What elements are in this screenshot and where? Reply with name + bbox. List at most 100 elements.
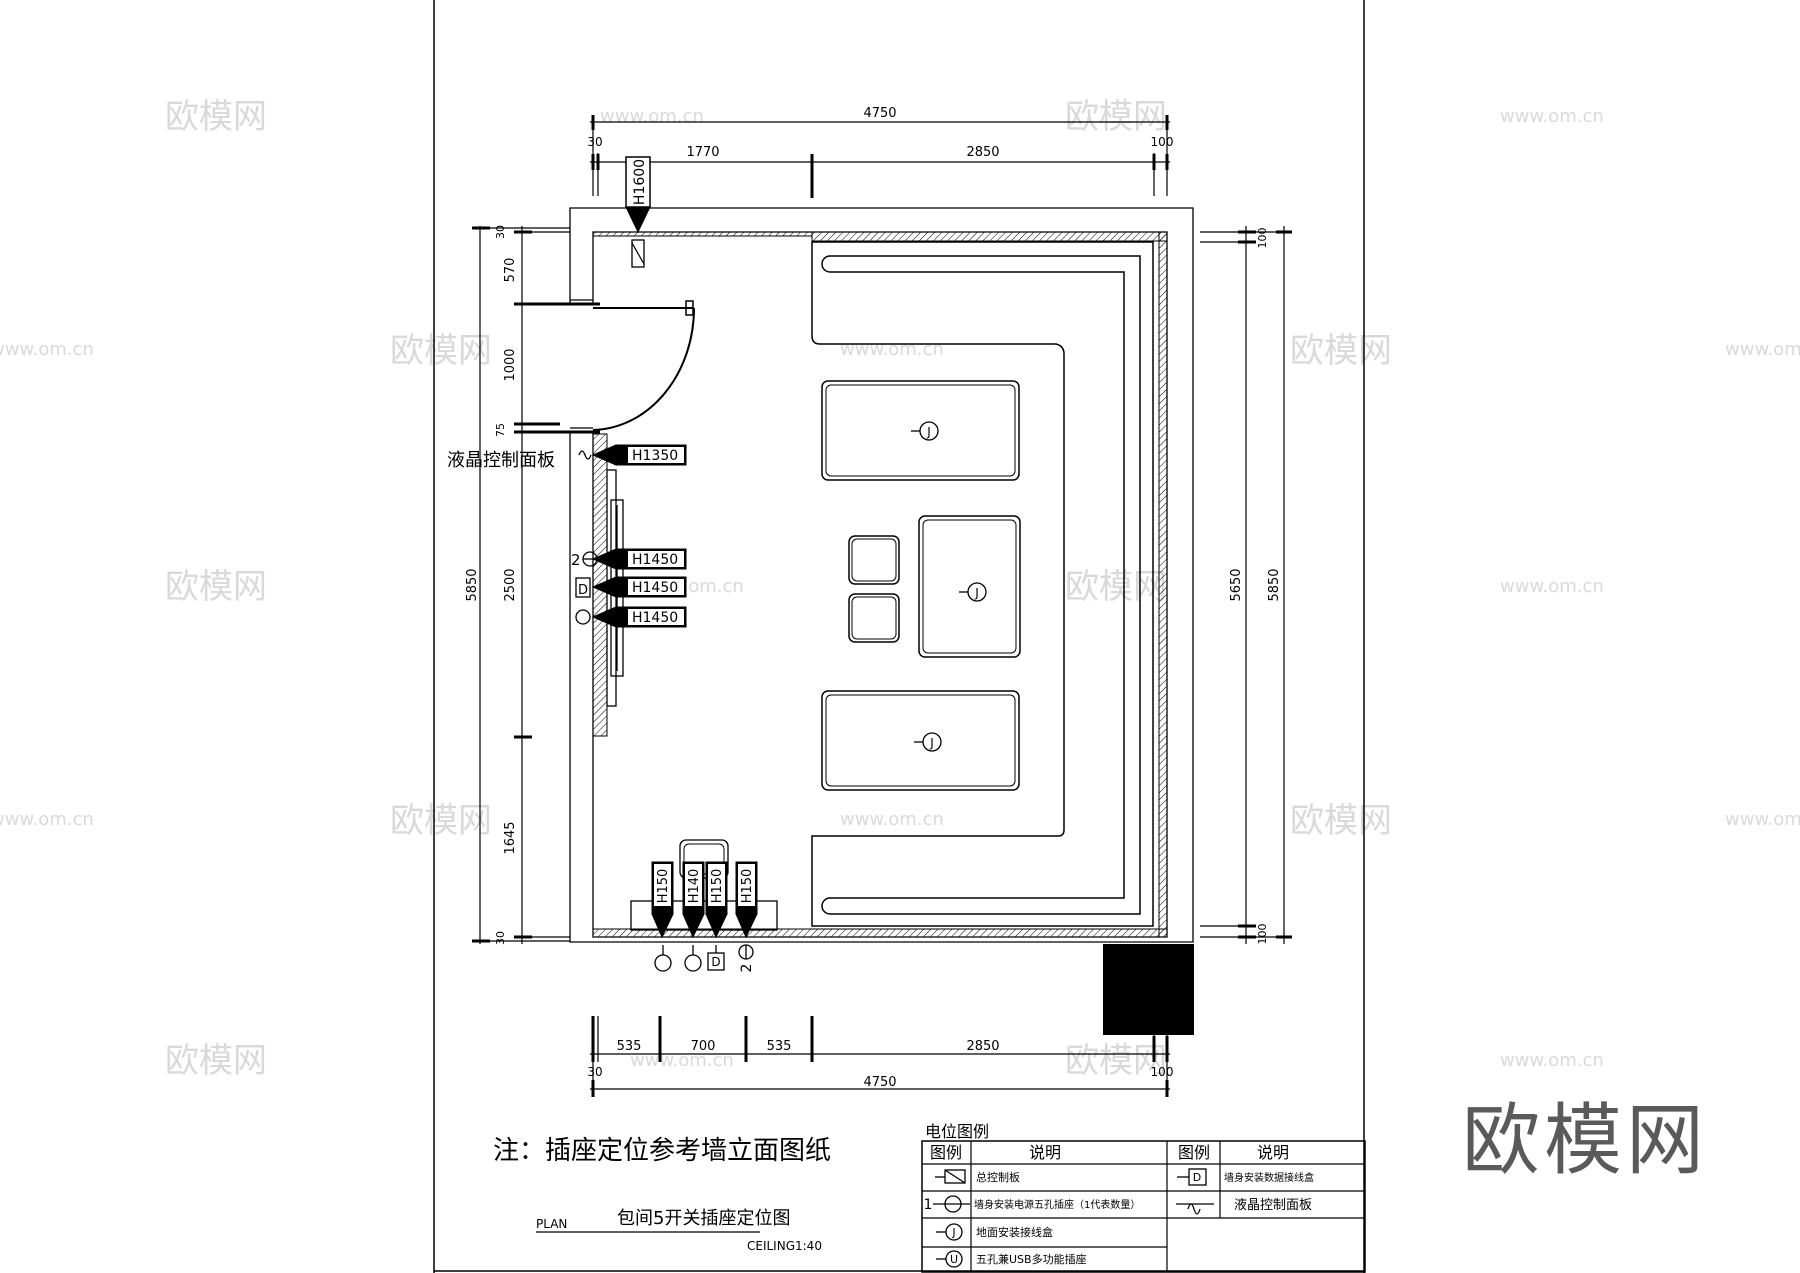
legend-count-symbol: 1 xyxy=(924,1197,933,1213)
watermark-brand: 欧模网 xyxy=(1065,97,1167,137)
door xyxy=(592,300,695,431)
legend-table xyxy=(921,1140,1366,1273)
dim-bottom-end: 30 xyxy=(587,1065,602,1079)
floor-box-icon xyxy=(654,954,672,972)
data-box-icon xyxy=(1188,1168,1207,1186)
watermark-brand: 欧模网 xyxy=(165,97,267,137)
top-dimension-labels: 4750 30 1770 2850 100 xyxy=(587,106,1173,160)
dim-left-seg: 75 xyxy=(494,423,507,437)
outlet-count: 2 xyxy=(739,964,755,973)
dim-bottom-end: 100 xyxy=(1151,1065,1174,1079)
main-panel-icon xyxy=(944,1169,966,1184)
floor-box-icon xyxy=(684,954,702,972)
dim-top-seg: 30 xyxy=(587,135,602,149)
watermark-url: www.om.cn xyxy=(600,106,704,127)
floor-box-icon xyxy=(945,1223,963,1241)
dim-bottom-seg: 535 xyxy=(617,1039,642,1054)
data-box-icon xyxy=(575,577,591,598)
legend-descriptions: 总控制板 墙身安装电源五孔插座（1代表数量） 地面安装接线盒 五孔兼USB多功能… xyxy=(974,1170,1314,1266)
legend-symbol: J xyxy=(951,1226,955,1239)
plan-label: PLAN xyxy=(536,1217,567,1231)
lcd-panel-icon xyxy=(1187,1203,1201,1215)
top-dimensions xyxy=(590,115,1170,198)
bottom-tag-labels: H150 H140 H150 H150 xyxy=(656,869,755,904)
stool xyxy=(848,593,900,643)
dim-top-seg: 100 xyxy=(1151,135,1174,149)
dim-left-seg: 1000 xyxy=(503,348,518,381)
floor-junction-boxes xyxy=(911,421,987,752)
dim-left-seg: 2500 xyxy=(503,568,518,601)
legend-desc: 五孔兼USB多功能插座 xyxy=(976,1252,1087,1266)
watermark-brand: 欧模网 xyxy=(1065,1041,1167,1081)
watermark-brand: 欧模网 xyxy=(165,1041,267,1081)
data-box-symbol: D xyxy=(711,955,720,969)
tag-top-label: H1600 xyxy=(632,159,648,205)
bottom-tag-label: H150 xyxy=(740,869,755,904)
dim-left-seg: 570 xyxy=(503,258,518,283)
watermark-url: www.om.cn xyxy=(1500,106,1604,127)
legend-icon-letters: 1 J U D xyxy=(924,1171,1202,1266)
dim-bottom-seg: 2850 xyxy=(966,1039,999,1054)
wall-tag-label: H1450 xyxy=(632,552,678,568)
outlet-icon xyxy=(575,609,591,625)
dim-top-total: 4750 xyxy=(863,106,896,121)
dim-bottom-seg: 700 xyxy=(691,1039,716,1054)
lcd-panel-icon xyxy=(578,450,592,460)
right-dimension-labels: 100 5650 5850 100 xyxy=(1229,228,1282,945)
dim-right-end: 100 xyxy=(1256,924,1269,945)
table xyxy=(821,690,1020,791)
watermark-brand: 欧模网 xyxy=(1290,331,1392,371)
left-dimension-labels: 5850 30 570 1000 75 2500 1645 30 xyxy=(465,225,518,945)
wall-tag-label: H1350 xyxy=(632,448,678,464)
watermark-url: www.om.cn xyxy=(840,339,944,360)
dim-top-seg: 2850 xyxy=(966,145,999,160)
legend-heading: 电位图例 xyxy=(925,1122,989,1141)
brand-logo: 欧模网 xyxy=(1462,1096,1709,1186)
dim-left-seg: 1645 xyxy=(503,821,518,854)
legend-desc: 墙身安装数据接线盒 xyxy=(1224,1171,1314,1184)
bottom-tag-label: H150 xyxy=(710,869,725,904)
watermark-url: www.om.cn xyxy=(1725,809,1800,830)
corner-column xyxy=(1103,944,1194,1035)
drawing-title: 包间5开关插座定位图 xyxy=(617,1208,790,1229)
legend-col-symbol: 图例 xyxy=(1178,1143,1210,1162)
watermark-url: www.om.cn xyxy=(1725,339,1800,360)
power-outlet-icon xyxy=(944,1195,962,1213)
dim-left-total: 5850 xyxy=(465,568,480,601)
legend-symbol: U xyxy=(950,1253,958,1266)
watermark-brand: 欧模网 xyxy=(390,801,492,841)
left-dimensions xyxy=(472,226,570,944)
watermark-brand: 欧模网 xyxy=(1065,567,1167,607)
watermark-url: www.om.cn xyxy=(630,1050,734,1071)
watermark-brand: 欧模网 xyxy=(1290,801,1392,841)
dim-bottom-total: 4750 xyxy=(863,1075,896,1090)
dim-bottom-seg: 535 xyxy=(767,1039,792,1054)
legend-icons xyxy=(933,1168,1214,1268)
legend-desc: 地面安装接线盒 xyxy=(976,1225,1053,1239)
data-box-symbol: D xyxy=(578,583,588,598)
bottom-tag-label: H150 xyxy=(656,869,671,904)
dim-left-seg: 30 xyxy=(494,225,507,239)
tables xyxy=(821,380,1021,791)
wall-outlet-letters: 2 D xyxy=(571,551,588,598)
scale-label: CEILING1:40 xyxy=(747,1239,822,1253)
stool xyxy=(848,535,900,585)
dim-right-end: 100 xyxy=(1256,228,1269,249)
watermark-brand: 欧模网 xyxy=(390,331,492,371)
wall-tag-label: H1450 xyxy=(632,610,678,626)
legend-col-desc: 说明 xyxy=(1029,1143,1061,1162)
sofa xyxy=(811,241,1154,927)
legend-col-desc: 说明 xyxy=(1257,1143,1289,1162)
watermark-brand: 欧模网 xyxy=(165,567,267,607)
dim-right-outer: 5850 xyxy=(1267,568,1282,601)
floor-box-symbol: J xyxy=(974,586,979,600)
tag-top xyxy=(625,156,651,268)
floor-box-symbol: J xyxy=(929,736,934,750)
table xyxy=(918,515,1021,658)
dim-left-seg: 30 xyxy=(494,931,507,945)
wall-tag-label: H1450 xyxy=(632,580,678,596)
wall-outlets xyxy=(575,450,598,625)
wall-tag-labels: H1350 H1450 H1450 H1450 xyxy=(632,448,678,626)
outlet-count: 2 xyxy=(571,551,581,569)
